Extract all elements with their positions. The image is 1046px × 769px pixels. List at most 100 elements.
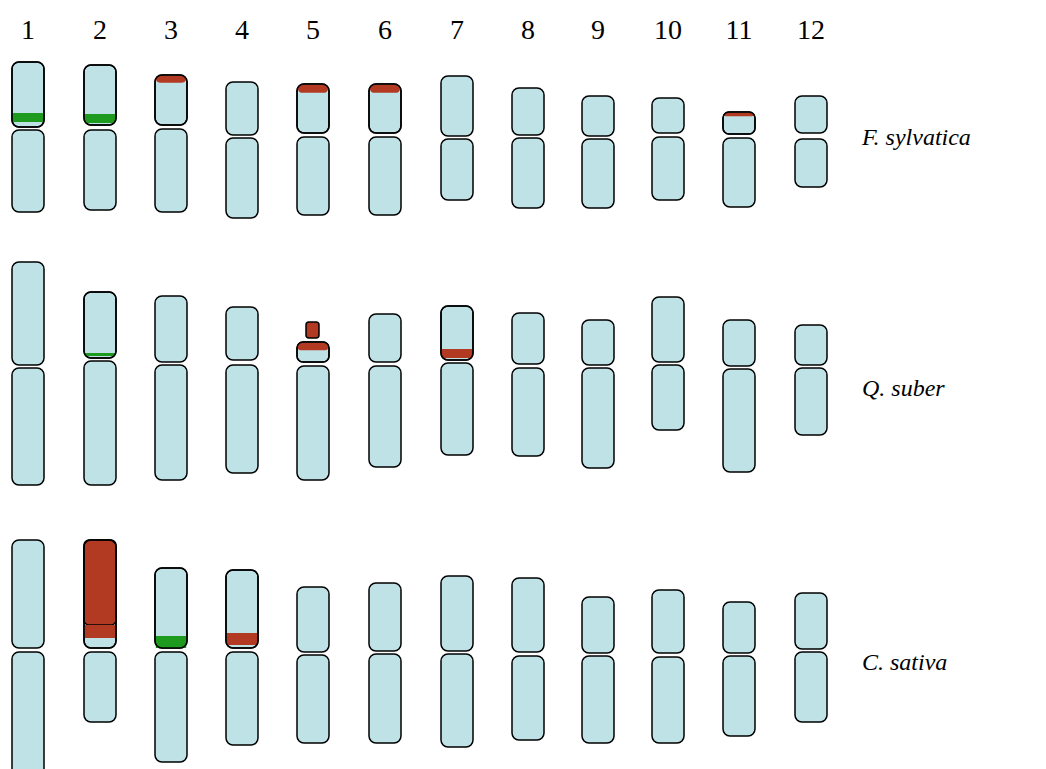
red-band: [298, 85, 328, 93]
chromosome-arm: [582, 139, 614, 208]
chromosome-number: 3: [164, 14, 178, 46]
chromosome-arm: [582, 368, 614, 468]
chromosome-arm: [512, 88, 544, 135]
chromosome-arm: [795, 139, 827, 187]
red-band: [306, 322, 319, 338]
chromosome-outline: [84, 292, 116, 358]
red-band: [85, 625, 115, 638]
chromosome-outline: [12, 62, 44, 127]
chromosome-arm: [297, 366, 329, 480]
chromosome-arm: [369, 583, 401, 651]
chromosome-arm: [297, 137, 329, 215]
chromosome-arm: [297, 587, 329, 652]
chromosome-arm: [155, 129, 187, 212]
chromosome-arm: [226, 365, 258, 473]
chromosome-arm: [723, 656, 755, 736]
species-name: Q. suber: [862, 374, 945, 402]
red-band: [724, 113, 754, 117]
chromosome-number: 2: [93, 14, 107, 46]
chromosome-arm: [512, 578, 544, 652]
chromosome-arm: [441, 306, 473, 360]
chromosome-arm: [84, 292, 116, 358]
chromosome-arm: [155, 75, 187, 125]
chromosome-number: 5: [306, 14, 320, 46]
green-band: [156, 636, 186, 648]
chromosome-arm: [512, 656, 544, 740]
chromosome-number: 10: [654, 14, 682, 46]
chromosome-arm: [297, 655, 329, 743]
green-band: [85, 114, 115, 123]
chromosome-arm: [441, 76, 473, 136]
chromosome-outline: [84, 65, 116, 125]
chromosome-number: 9: [591, 14, 605, 46]
chromosome-arm: [369, 137, 401, 215]
chromosome-arm: [723, 369, 755, 472]
chromosome-arm: [723, 112, 755, 134]
chromosome-arm: [297, 84, 329, 133]
chromosome-outline: [297, 342, 329, 362]
chromosome-arm: [297, 342, 329, 362]
chromosome-arm: [226, 138, 258, 218]
chromosome-arm: [84, 540, 116, 648]
chromosome-arm: [441, 576, 473, 651]
chromosome-arm: [369, 84, 401, 133]
chromosome-arm: [155, 568, 187, 648]
chromosome-arm: [226, 307, 258, 360]
chromosome-arm: [84, 130, 116, 210]
chromosome-arm: [84, 65, 116, 125]
species-name: C. sativa: [862, 648, 947, 676]
chromosome-arm: [12, 540, 44, 648]
chromosome-arm: [512, 313, 544, 364]
chromosome-arm: [582, 96, 614, 136]
chromosome-number: 12: [797, 14, 825, 46]
chromosome-outline: [84, 540, 116, 648]
red-band: [84, 540, 116, 625]
chromosome-arm: [155, 365, 187, 480]
chromosome-number: 11: [726, 14, 753, 46]
chromosome-outline: [369, 84, 401, 133]
chromosome-number: 7: [450, 14, 464, 46]
chromosome-arm: [795, 325, 827, 365]
chromosome-arm: [582, 656, 614, 743]
chromosome-arm: [723, 138, 755, 207]
red-band: [227, 633, 257, 645]
chromosome-arm: [226, 652, 258, 745]
chromosome-arm: [723, 602, 755, 653]
chromosome-arm: [12, 652, 44, 769]
chromosome-number: 1: [21, 14, 35, 46]
chromosome-arm: [652, 137, 684, 200]
chromosome-arm: [441, 139, 473, 200]
chromosome-arm: [512, 138, 544, 208]
chromosome-arm: [84, 361, 116, 485]
chromosome-outline: [723, 112, 755, 134]
chromosome-arm: [369, 654, 401, 743]
chromosome-arm: [652, 365, 684, 430]
chromosome-arm: [652, 297, 684, 362]
chromosome-arm: [12, 368, 44, 485]
chromosome-outline: [155, 568, 187, 648]
chromosome-arm: [12, 62, 44, 127]
chromosome-arm: [226, 570, 258, 648]
chromosome-arm: [155, 652, 187, 762]
red-band: [442, 349, 472, 358]
green-band: [85, 353, 115, 356]
chromosome-arm: [582, 320, 614, 365]
chromosome-arm: [795, 593, 827, 649]
chromosome-arm: [226, 82, 258, 135]
chromosome-arm: [582, 597, 614, 653]
chromosome-arm: [84, 652, 116, 722]
chromosome-arm: [723, 320, 755, 366]
chromosome-outline: [155, 75, 187, 125]
green-band: [13, 113, 43, 122]
chromosome-arm: [652, 590, 684, 653]
chromosome-arm: [369, 314, 401, 362]
red-band: [156, 76, 186, 83]
chromosome-number: 4: [235, 14, 249, 46]
chromosome-arm: [512, 368, 544, 456]
chromosome-arm: [652, 657, 684, 743]
chromosome-arm: [155, 296, 187, 362]
chromosome-arm: [369, 366, 401, 467]
chromosome-number: 8: [521, 14, 535, 46]
chromosome-arm: [441, 363, 473, 455]
